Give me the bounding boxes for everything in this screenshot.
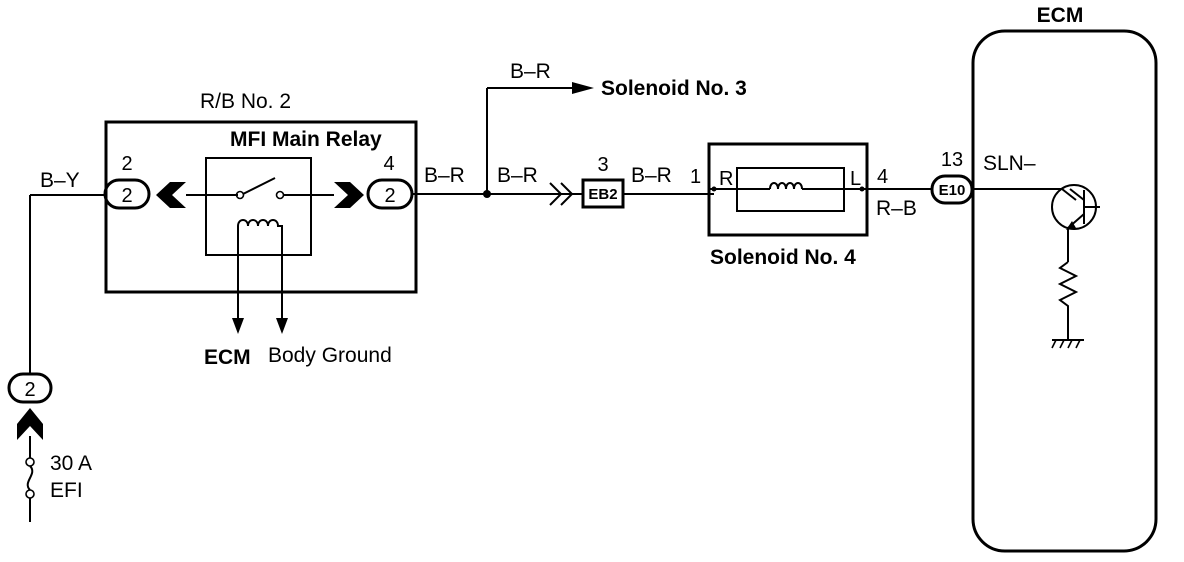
wire-label-by: B–Y xyxy=(40,169,80,192)
relay-coil-icon xyxy=(237,219,283,234)
ground-icon xyxy=(1051,339,1081,349)
ecm-title: ECM xyxy=(1037,4,1084,27)
fuse-connector-number: 2 xyxy=(24,379,35,401)
e10-label: E10 xyxy=(939,182,966,199)
relay-left-chevron-icon xyxy=(156,182,186,208)
relay-right-chevron-icon xyxy=(334,182,364,208)
wire-label-br-out: B–R xyxy=(424,164,465,187)
solenoid4-terminal-l: L xyxy=(850,168,861,190)
relay-right-connector-number: 2 xyxy=(384,185,395,207)
ecm-internal-circuit xyxy=(973,184,1100,349)
solenoid4-pin-out: 4 xyxy=(877,166,888,188)
efi-fuse-feed: 2 xyxy=(7,194,106,522)
relay-switch-contact xyxy=(242,177,276,195)
relay-left-connector xyxy=(103,178,151,210)
relay-output-body-ground: Body Ground xyxy=(268,344,392,367)
eb2-label: EB2 xyxy=(588,186,617,203)
relay-right-pin-number: 4 xyxy=(383,153,394,175)
fuse-rating: 30 A xyxy=(50,452,92,475)
eb2-pin-number: 3 xyxy=(597,154,608,176)
fuse-connector-chevron-icon xyxy=(17,408,43,440)
solenoid4-label: Solenoid No. 4 xyxy=(710,246,856,269)
solenoid4-coil-icon xyxy=(769,182,803,190)
relay-left-connector-number: 2 xyxy=(121,185,132,207)
relay-output-ecm: ECM xyxy=(204,346,251,369)
solenoid4-pin-in: 1 xyxy=(690,166,701,188)
relay-name: MFI Main Relay xyxy=(230,128,382,151)
relay-block xyxy=(104,120,418,294)
ecm-terminal-sln: SLN– xyxy=(983,152,1036,175)
ecm-block xyxy=(971,29,1158,553)
solenoid3-label: Solenoid No. 3 xyxy=(601,77,747,100)
e10-pin-number: 13 xyxy=(941,149,963,171)
relay-block-title: R/B No. 2 xyxy=(200,90,291,113)
solenoid4-terminal-r: R xyxy=(719,168,733,190)
wire-label-br-sol4: B–R xyxy=(631,164,672,187)
resistor-icon xyxy=(1057,261,1079,340)
wire-label-rb: R–B xyxy=(876,197,917,220)
fuse-name: EFI xyxy=(50,479,83,502)
ecm-output-arrow-icon xyxy=(232,318,244,334)
relay-left-pin-number: 2 xyxy=(121,153,132,175)
inline-connector-chevron-icon xyxy=(549,182,574,206)
wire-label-br-branch: B–R xyxy=(510,60,551,83)
mfi-main-relay xyxy=(186,157,334,334)
body-ground-arrow-icon xyxy=(276,318,288,334)
wire-label-br-mid: B–R xyxy=(497,164,538,187)
solenoid3-arrow-icon xyxy=(572,82,594,94)
